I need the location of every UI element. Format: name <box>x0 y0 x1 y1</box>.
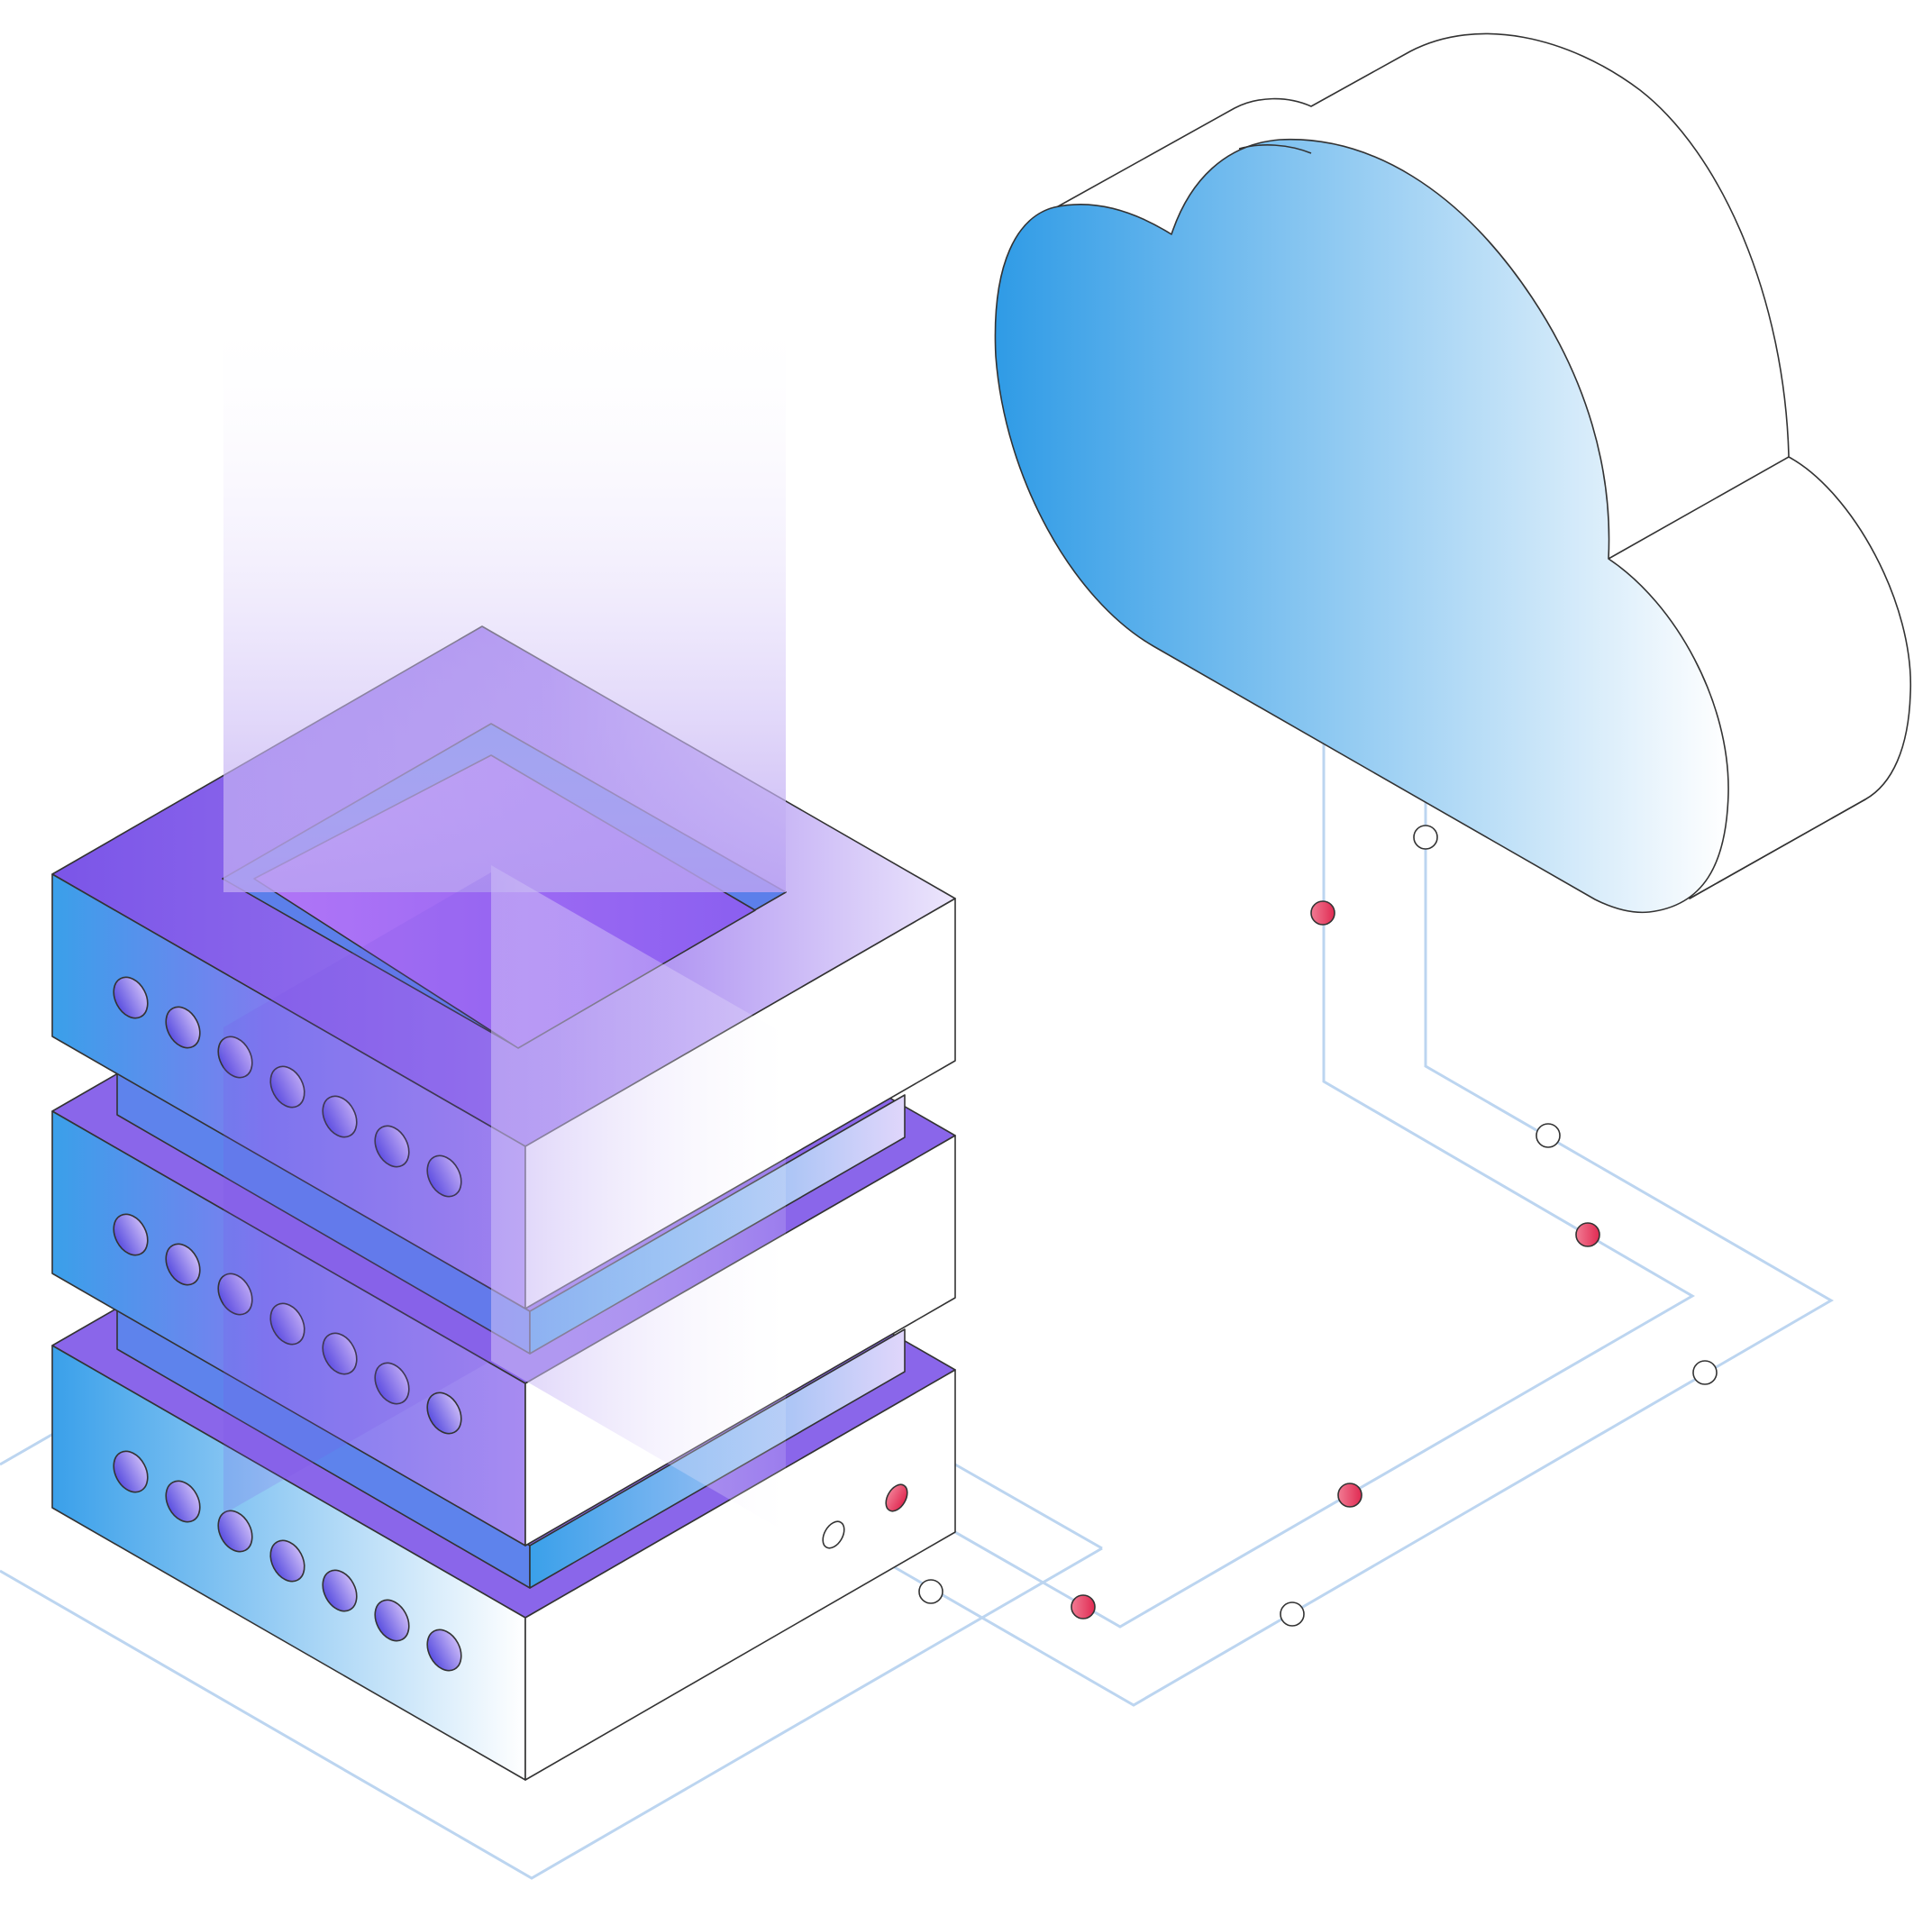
node-white <box>918 1579 943 1604</box>
node-red <box>1575 1222 1600 1247</box>
port-row <box>113 976 462 1198</box>
port <box>165 1006 201 1049</box>
port <box>113 1213 149 1256</box>
beam-inner-glow <box>223 872 491 1514</box>
port <box>269 1539 305 1583</box>
cloud-edge-a <box>1608 456 1790 560</box>
port <box>217 1510 253 1553</box>
cloud <box>994 32 1911 914</box>
node-red <box>1310 900 1335 926</box>
port <box>426 1391 462 1435</box>
connector-lines <box>0 737 1834 1880</box>
port-row <box>113 1213 462 1435</box>
connector-path-right <box>833 757 1834 1707</box>
port <box>217 1273 253 1316</box>
port <box>374 1362 410 1405</box>
port <box>269 1302 305 1346</box>
node-white <box>822 1520 845 1549</box>
cloud-crease-top <box>1238 144 1312 154</box>
port <box>322 1332 358 1375</box>
node-white <box>1692 1360 1718 1385</box>
port-row <box>113 1450 462 1672</box>
port <box>322 1569 358 1612</box>
cloud-edge-b <box>1689 798 1866 899</box>
port <box>426 1154 462 1198</box>
node-white <box>1280 1601 1305 1627</box>
light-beam <box>223 306 786 1532</box>
port <box>113 1450 149 1493</box>
node-red <box>1337 1483 1362 1508</box>
node-white <box>1413 825 1438 850</box>
port <box>165 1243 201 1286</box>
node-white <box>1536 1123 1561 1148</box>
port <box>322 1095 358 1138</box>
port <box>374 1125 410 1168</box>
cloud-front <box>994 138 1729 914</box>
connector-nodes <box>918 825 1718 1627</box>
ground-path-bottom <box>0 1547 1103 1880</box>
port <box>217 1036 253 1079</box>
beam-column <box>223 306 786 892</box>
port <box>165 1480 201 1523</box>
beam-side-glow <box>491 865 786 1532</box>
port <box>113 976 149 1019</box>
unit-right-face <box>524 1369 956 1781</box>
ground-path-right <box>954 1463 1103 1550</box>
node-red <box>885 1483 908 1512</box>
port <box>269 1065 305 1109</box>
node-red <box>1071 1594 1096 1620</box>
port <box>426 1629 462 1672</box>
port <box>374 1599 410 1642</box>
